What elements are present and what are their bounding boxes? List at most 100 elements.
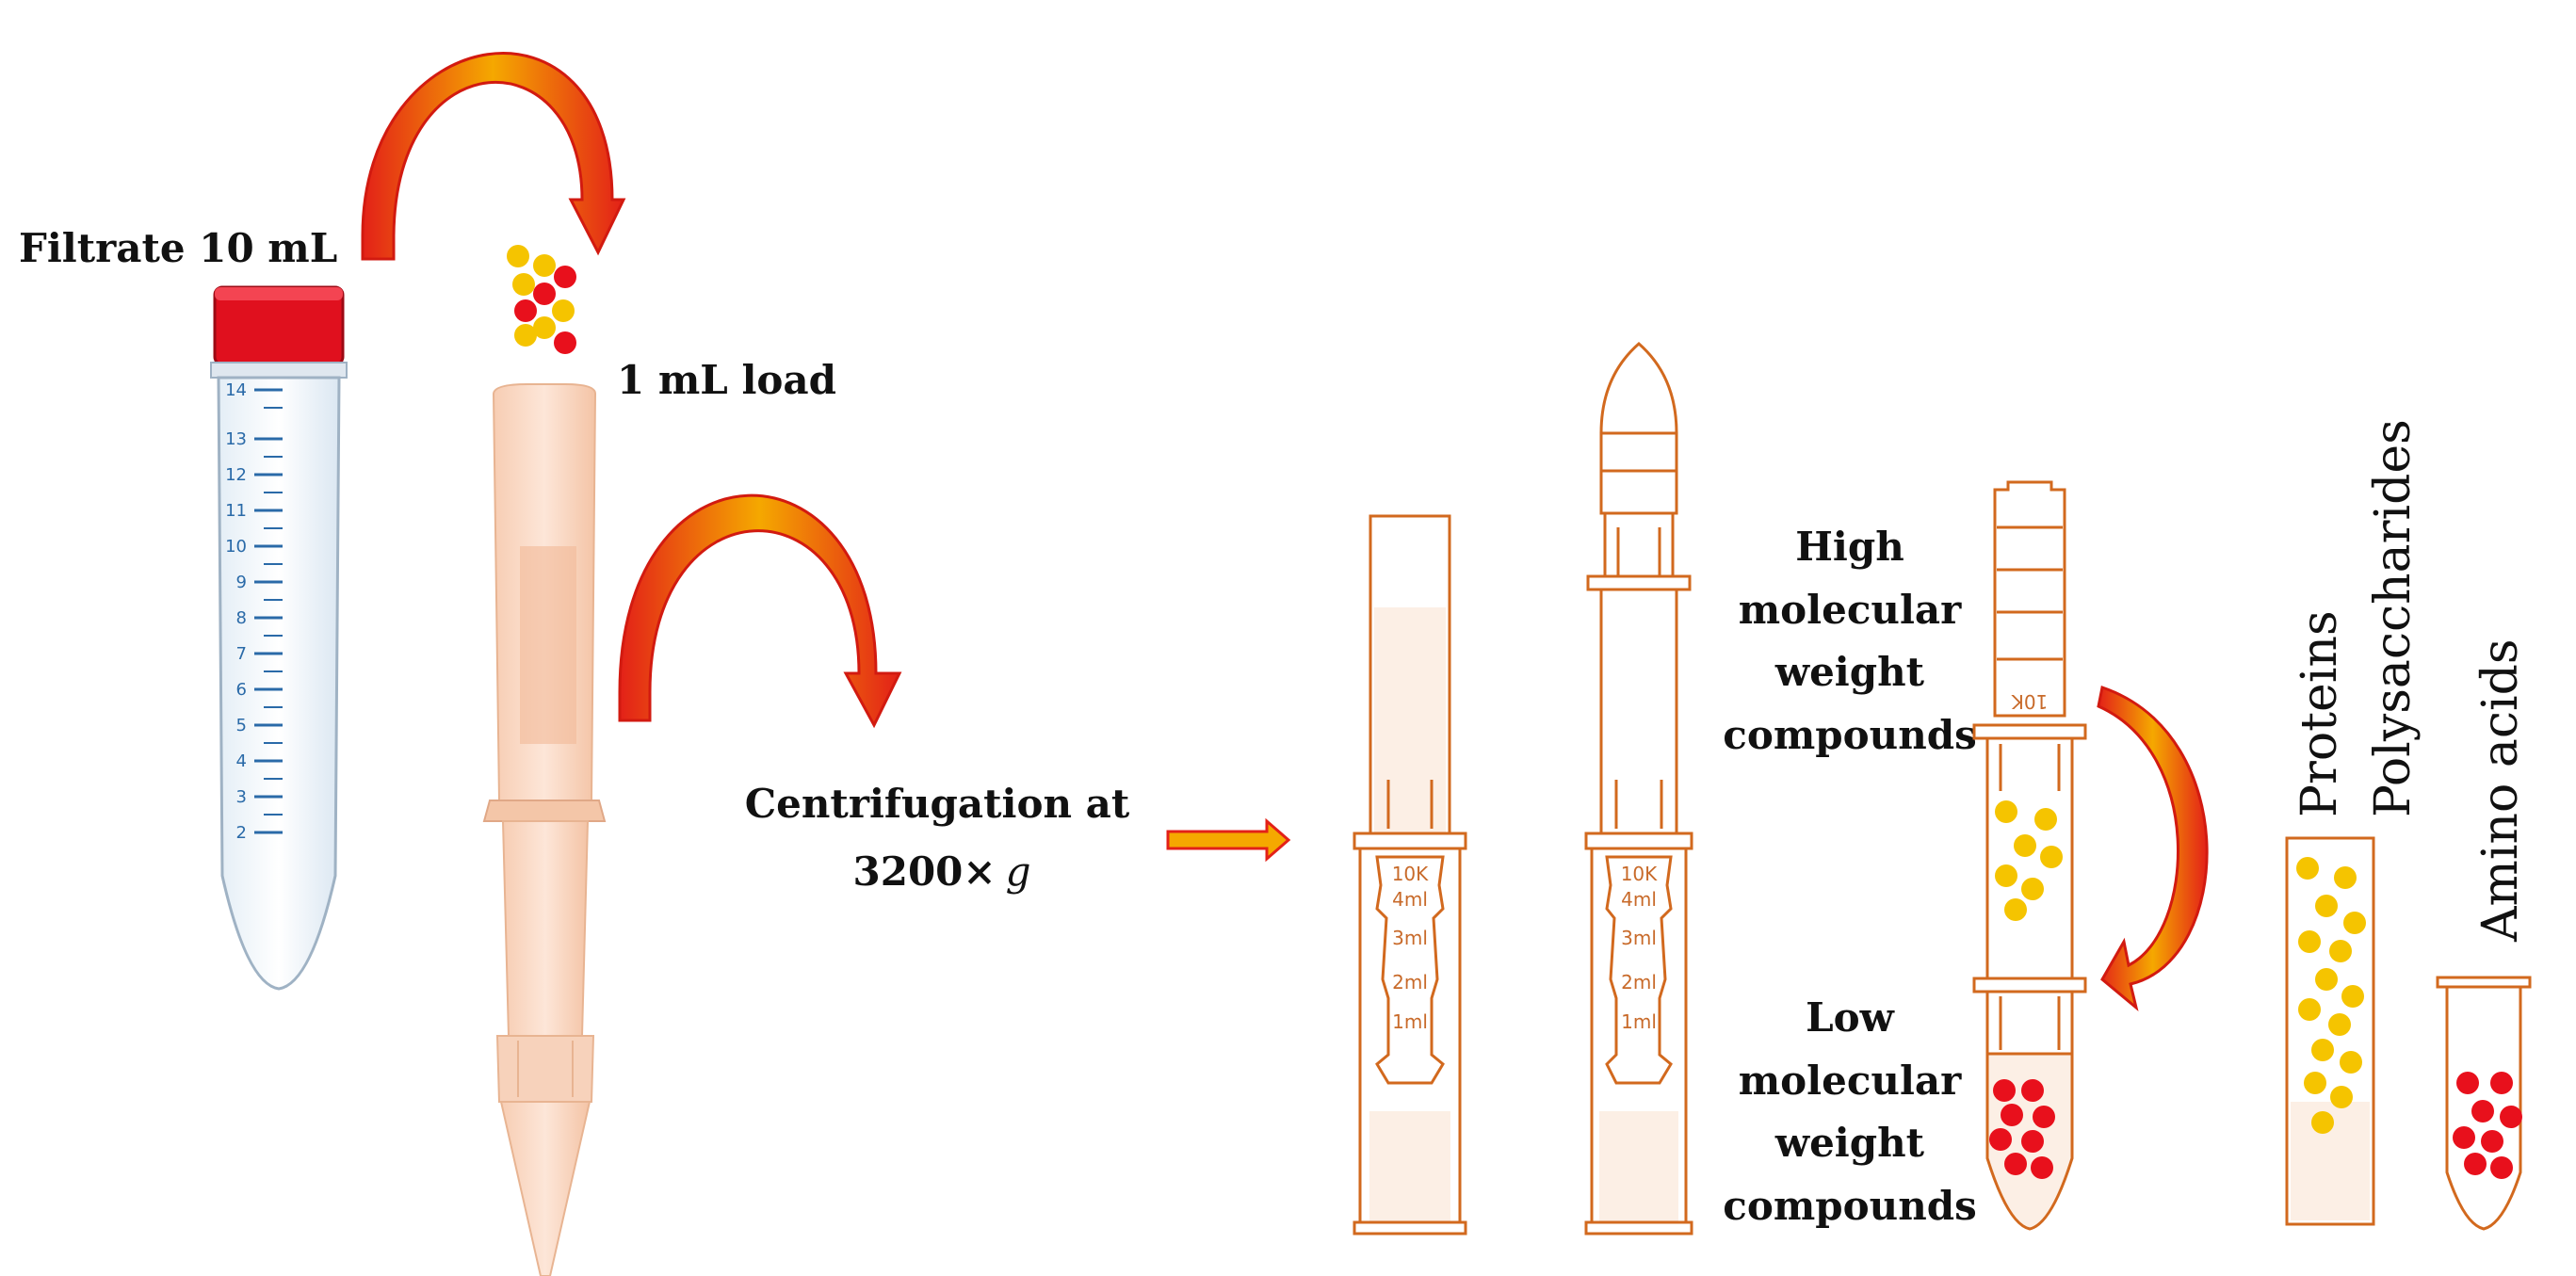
high-mw-particles <box>1995 800 2063 921</box>
separation-unit-marks: 10K <box>2011 690 2048 713</box>
filter-unit <box>482 383 607 1276</box>
falcon-tick-label: 11 <box>225 501 247 521</box>
red-particle <box>2500 1106 2522 1128</box>
yellow-particle <box>514 324 537 347</box>
yellow-particle <box>552 299 575 322</box>
falcon-tick-label: 13 <box>225 429 247 449</box>
filter-scale-mark: 1ml <box>1392 1010 1428 1033</box>
red-particle <box>554 331 576 354</box>
yellow-particle <box>2014 834 2036 857</box>
falcon-tick-label: 6 <box>236 680 247 700</box>
red-particle <box>2490 1072 2513 1094</box>
retentate-tube <box>2285 836 2375 1226</box>
yellow-particle <box>533 254 556 277</box>
yellow-particle <box>507 245 529 267</box>
red-particle <box>2471 1100 2494 1123</box>
filter-scale-mark: 2ml <box>1392 971 1428 993</box>
filter-scale-mark: 3ml <box>1621 927 1657 949</box>
red-particle <box>2021 1079 2044 1102</box>
separation-unit-mark: 10K <box>2011 690 2048 713</box>
red-particle <box>514 299 537 322</box>
yellow-particle <box>2315 968 2338 991</box>
falcon-body <box>217 376 341 991</box>
filter-scale-mark: 2ml <box>1621 971 1657 993</box>
yellow-particle <box>2034 808 2057 831</box>
yellow-particle <box>2343 912 2366 934</box>
filter-scale-mark: 10K <box>1392 863 1429 885</box>
centrifugation-label: Centrifugation at <box>745 781 1130 827</box>
red-particle <box>2464 1153 2487 1175</box>
falcon-tick-label: 5 <box>236 716 247 735</box>
filter-scale-mark: 10K <box>1621 863 1658 885</box>
separation-arrow <box>2097 686 2209 1012</box>
polysaccharides-label: Polysaccharides <box>2365 419 2422 817</box>
red-particle <box>2031 1156 2053 1179</box>
filter-scale-mark: 4ml <box>1621 888 1657 911</box>
yellow-particle <box>2021 878 2044 900</box>
yellow-particle <box>2334 866 2357 889</box>
red-particle <box>2001 1104 2023 1126</box>
centrifugation-speed: 3200×g <box>853 848 1031 895</box>
yellow-particle <box>1995 864 2017 887</box>
red-particle <box>2481 1130 2503 1153</box>
yellow-particle <box>512 273 535 296</box>
yellow-particle <box>2296 857 2319 880</box>
filter-unit-assembly-b <box>1584 342 1693 1236</box>
svg-text:molecular: molecular <box>1739 587 1962 633</box>
red-particle <box>2490 1156 2513 1179</box>
red-particle <box>2004 1153 2027 1175</box>
red-particle <box>554 266 576 288</box>
transfer-arrow <box>361 52 626 261</box>
yellow-particle <box>2304 1072 2326 1094</box>
amino-acids-label: Amino acids <box>2472 638 2529 943</box>
falcon-tick-label: 12 <box>225 465 247 485</box>
yellow-particle <box>2315 895 2338 917</box>
falcon-tick-label: 10 <box>225 537 247 557</box>
filter-scale-mark: 4ml <box>1392 888 1428 911</box>
yellow-particle <box>1995 800 2017 823</box>
load-label: 1 mL load <box>617 357 836 403</box>
yellow-particle <box>2298 998 2321 1021</box>
falcon-tick-label: 9 <box>236 573 247 592</box>
high-mw-label: High molecular weight compounds <box>1723 524 1977 758</box>
svg-text:molecular: molecular <box>1739 1058 1962 1104</box>
red-particle <box>2456 1072 2479 1094</box>
yellow-particle <box>2328 1013 2351 1036</box>
svg-text:compounds: compounds <box>1723 712 1977 758</box>
filter-scale-b: 10K 4ml 3ml 2ml 1ml <box>1621 863 1658 1033</box>
yellow-particle <box>2311 1039 2334 1061</box>
yellow-particle <box>533 316 556 339</box>
red-particle <box>2453 1126 2475 1149</box>
red-particle <box>1989 1128 2012 1151</box>
falcon-tick-label: 4 <box>236 751 247 771</box>
svg-text:compounds: compounds <box>1723 1183 1977 1229</box>
proteins-particles <box>2296 857 2366 1134</box>
red-particle <box>533 283 556 305</box>
falcon-tick-label: 14 <box>225 380 247 400</box>
red-particle <box>2021 1130 2044 1153</box>
svg-text:High: High <box>1795 524 1904 570</box>
proteins-label: Proteins <box>2292 610 2348 817</box>
filter-unit-assembly-a <box>1353 514 1467 1236</box>
yellow-particle <box>2311 1111 2334 1134</box>
svg-text:weight: weight <box>1774 1120 1925 1166</box>
yellow-particle <box>2340 1051 2362 1074</box>
filter-scale-mark: 1ml <box>1621 1010 1657 1033</box>
yellow-particle <box>2004 898 2027 921</box>
low-mw-label: Low molecular weight compounds <box>1723 994 1977 1229</box>
process-arrow <box>1166 817 1291 863</box>
yellow-particle <box>2329 940 2352 962</box>
yellow-particle <box>2040 846 2063 868</box>
filtrate-label: Filtrate 10 mL <box>19 225 337 271</box>
falcon-tick-label: 2 <box>236 823 247 843</box>
falcon-tick-label: 3 <box>236 787 247 807</box>
centrifugation-arrow <box>618 493 902 729</box>
yellow-particle <box>2330 1086 2353 1108</box>
low-mw-particles <box>1989 1079 2055 1179</box>
yellow-particle <box>2298 930 2321 953</box>
falcon-tick-label: 7 <box>236 644 247 664</box>
red-particle <box>1993 1079 2016 1102</box>
